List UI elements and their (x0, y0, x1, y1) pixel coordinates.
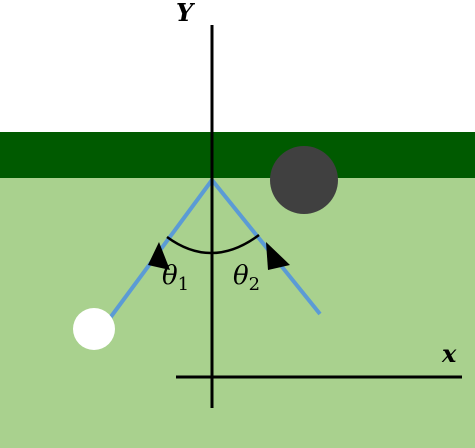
table-cushion (0, 132, 475, 178)
x-axis-label: x (441, 339, 457, 368)
theta1-subscript: 1 (178, 274, 189, 295)
theta1-symbol: θ (162, 261, 178, 291)
y-axis-label: Y (176, 0, 196, 27)
cue-ball (73, 308, 115, 350)
table-felt (0, 178, 475, 448)
target-ball (270, 146, 338, 214)
theta2-symbol: θ (233, 261, 249, 291)
theta2-subscript: 2 (249, 274, 260, 295)
